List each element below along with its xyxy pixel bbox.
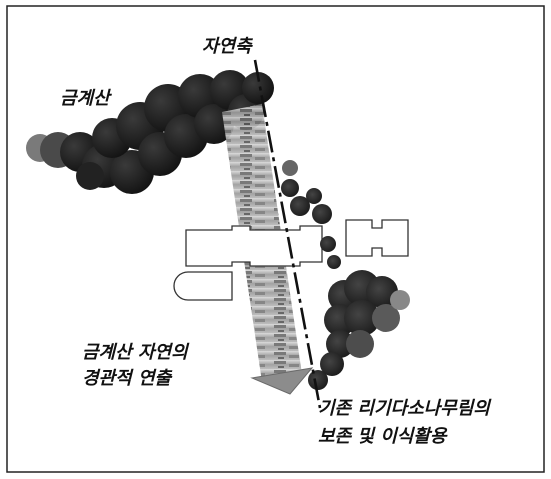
label-preserve-line2: 보존 및 이식활용	[318, 426, 448, 447]
main-building-footprint	[185, 225, 323, 267]
geumgyesan-forest	[26, 70, 274, 194]
pine-tree-cluster-icon	[281, 160, 410, 390]
band-arrowhead-icon	[250, 367, 314, 395]
nature-axis	[253, 59, 322, 409]
label-mountain-name: 금계산	[60, 88, 112, 109]
label-preserve-line1: 기존 리기다소나무림의	[318, 398, 492, 419]
label-nature-axis: 자연축	[202, 36, 253, 57]
tree-cluster-icon	[26, 70, 274, 194]
label-landscape: 금계산 자연의 경관적 연출	[82, 342, 190, 389]
label-preserve: 기존 리기다소나무림의 보존 및 이식활용	[318, 398, 492, 447]
building-footprints	[173, 219, 409, 301]
label-landscape-line2: 경관적 연출	[82, 368, 173, 389]
label-landscape-line1: 금계산 자연의	[82, 342, 190, 363]
pine-forest	[281, 160, 410, 390]
east-building-footprint	[345, 219, 409, 257]
round-building-footprint	[173, 271, 233, 301]
